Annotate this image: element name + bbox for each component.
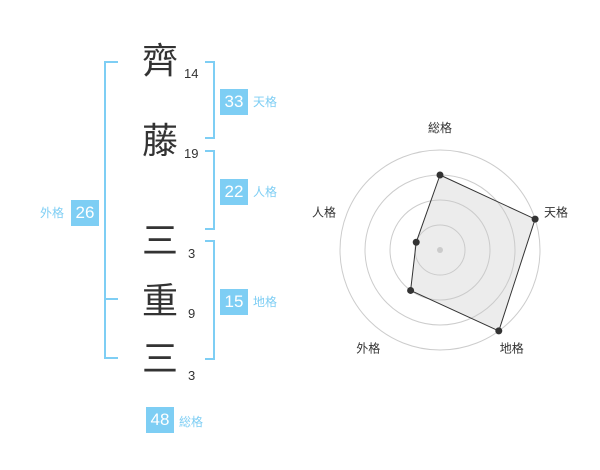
chikaku-score: 15 bbox=[220, 289, 248, 315]
jinkaku-bracket-bottom bbox=[205, 228, 215, 230]
jinkaku-bracket-top bbox=[205, 150, 215, 152]
gaikaku-bracket-bottom bbox=[104, 357, 118, 359]
stroke-count-4: 9 bbox=[188, 306, 196, 321]
radar-axis-label-3: 地格 bbox=[500, 341, 524, 356]
stroke-count-2: 19 bbox=[184, 146, 199, 161]
name-char-2: 藤 bbox=[141, 121, 178, 162]
radar-point-1 bbox=[436, 171, 444, 179]
soukaku-score: 48 bbox=[146, 407, 174, 433]
stroke-count-5: 3 bbox=[188, 368, 196, 383]
chikaku-label: 地格 bbox=[253, 295, 278, 309]
radar-axis-label-4: 外格 bbox=[356, 341, 380, 356]
gaikaku-bracket-mid bbox=[104, 298, 118, 300]
tenkaku-score: 33 bbox=[220, 89, 248, 115]
gaikaku-label: 外格 bbox=[40, 206, 65, 220]
stroke-count-1: 14 bbox=[184, 66, 199, 81]
gaikaku-score: 26 bbox=[71, 200, 99, 226]
name-char-3: 三 bbox=[141, 221, 178, 262]
radar-ring-2 bbox=[389, 199, 491, 301]
radar-point-3 bbox=[495, 327, 503, 335]
tenkaku-label: 天格 bbox=[253, 95, 278, 109]
chikaku-bracket-bottom bbox=[205, 358, 215, 360]
name-char-1: 齊 bbox=[141, 41, 178, 82]
radar-point-5 bbox=[412, 238, 420, 246]
tenkaku-bracket-top bbox=[205, 61, 215, 63]
jinkaku-score: 22 bbox=[220, 179, 248, 205]
radar-center-dot bbox=[437, 247, 443, 253]
name-char-5: 三 bbox=[141, 339, 178, 380]
radar-series-polygon bbox=[410, 174, 536, 332]
jinkaku-bracket-vertical bbox=[213, 150, 215, 230]
gaikaku-bracket-top bbox=[104, 61, 118, 63]
radar-axis-label-1: 総格 bbox=[428, 120, 452, 135]
radar-axis-label-5: 人格 bbox=[312, 204, 336, 219]
gaikaku-bracket-vertical bbox=[104, 61, 106, 359]
soukaku-label: 総格 bbox=[179, 415, 204, 429]
stroke-count-3: 3 bbox=[188, 246, 196, 261]
chikaku-bracket-top bbox=[205, 240, 215, 242]
radar-axis-label-2: 天格 bbox=[544, 204, 568, 219]
name-char-4: 重 bbox=[141, 281, 178, 322]
radar-point-2 bbox=[531, 215, 539, 223]
radar-point-4 bbox=[407, 286, 415, 294]
radar-ring-4 bbox=[339, 149, 541, 351]
chikaku-bracket-vertical bbox=[213, 240, 215, 360]
jinkaku-label: 人格 bbox=[253, 185, 278, 199]
tenkaku-bracket-bottom bbox=[205, 137, 215, 139]
tenkaku-bracket-vertical bbox=[213, 61, 215, 139]
